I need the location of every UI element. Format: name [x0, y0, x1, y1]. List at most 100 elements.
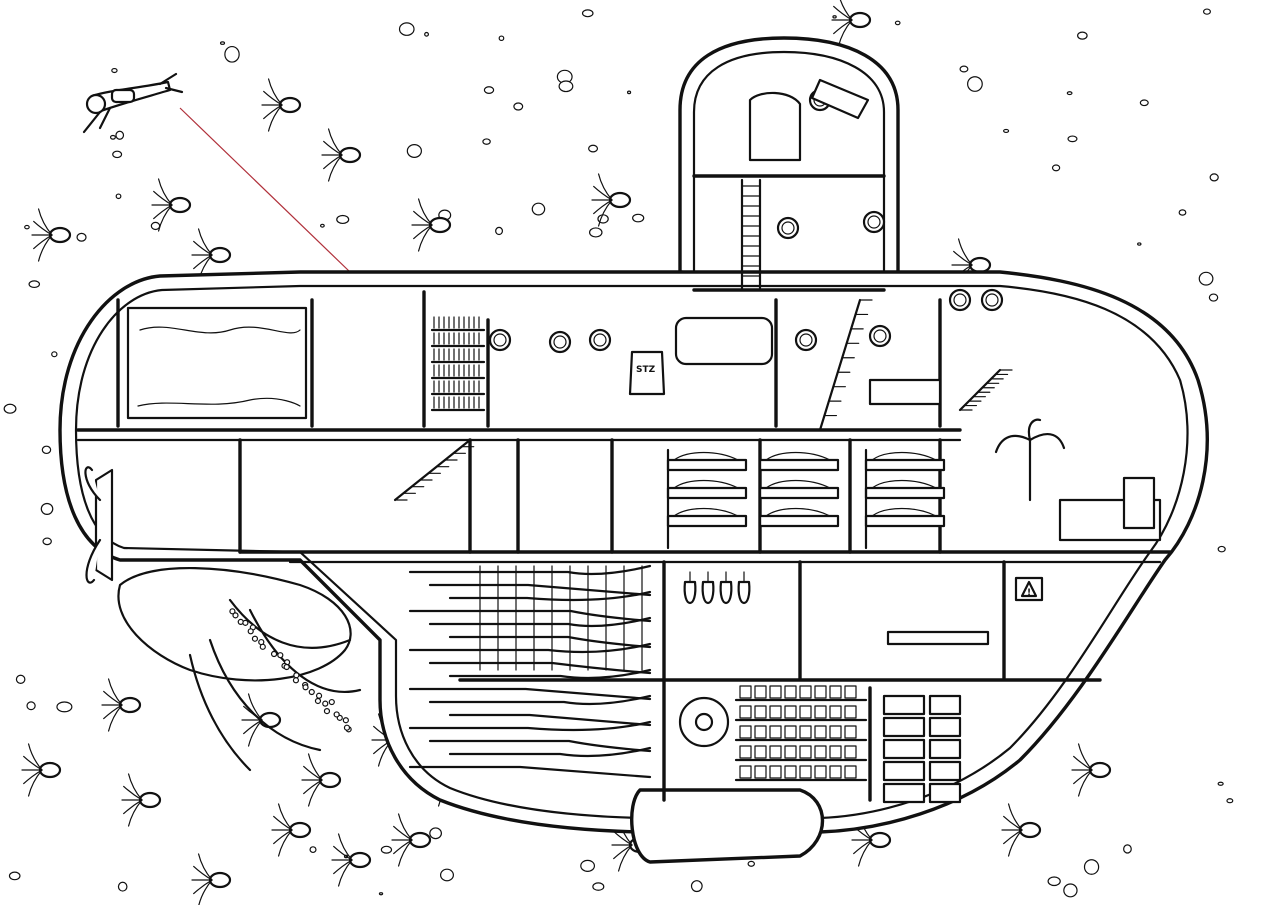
bubble — [26, 701, 36, 711]
squid — [271, 803, 312, 857]
bubble — [28, 280, 41, 289]
bubble — [224, 45, 240, 63]
bubble — [1003, 128, 1010, 134]
bubble — [1198, 271, 1214, 286]
bubble — [56, 701, 73, 713]
deck-structure — [76, 174, 1172, 802]
bubble — [894, 20, 901, 26]
squid — [101, 678, 142, 732]
porthole — [794, 328, 818, 352]
bubble — [42, 537, 52, 546]
squid — [191, 228, 232, 282]
diver-tether — [179, 107, 351, 273]
bubble — [967, 76, 983, 92]
bubble — [690, 880, 703, 893]
bubble — [626, 90, 632, 95]
diver — [82, 72, 184, 134]
porthole — [980, 288, 1004, 312]
bubble — [219, 41, 226, 45]
bubble — [482, 138, 491, 145]
bubble — [1209, 173, 1219, 182]
bubble — [309, 846, 317, 854]
bubble — [1083, 859, 1100, 875]
bubble — [380, 845, 393, 854]
bubble — [117, 881, 128, 892]
bubble — [1217, 781, 1224, 786]
squid — [21, 743, 62, 797]
giant-octopus — [117, 567, 362, 772]
squid — [391, 813, 432, 867]
squid — [301, 753, 342, 807]
squid — [331, 833, 372, 887]
bubble — [1202, 8, 1211, 15]
bubble — [1047, 876, 1061, 887]
bubble — [1137, 242, 1142, 246]
bubble — [1066, 91, 1073, 96]
svg-text:!: ! — [1027, 588, 1031, 598]
bubble — [832, 15, 837, 19]
squid — [591, 173, 632, 227]
bubble — [495, 226, 504, 236]
bubble — [747, 860, 756, 867]
warning-triangle-icon: ! — [1014, 576, 1044, 602]
jersey-text: STZ — [636, 365, 656, 375]
porthole — [948, 288, 972, 312]
porthole — [488, 328, 512, 352]
bubble — [531, 202, 546, 216]
bubble — [588, 227, 603, 238]
submarine-hull — [58, 36, 1209, 864]
bubble — [51, 351, 58, 358]
bubble — [150, 221, 161, 231]
bubble — [1067, 135, 1078, 143]
bubble — [398, 22, 415, 36]
bubble — [40, 502, 54, 515]
bubble — [115, 130, 125, 140]
porthole — [588, 328, 612, 352]
squid — [411, 198, 452, 252]
bubble — [41, 445, 52, 455]
bubble — [632, 213, 645, 223]
squid — [31, 208, 72, 262]
bubble — [498, 35, 505, 42]
bubble — [1226, 798, 1234, 804]
porthole — [776, 216, 800, 240]
bubble — [3, 403, 17, 414]
bubble — [1077, 31, 1088, 40]
bubble — [581, 9, 594, 18]
squid — [1071, 743, 1112, 797]
bubble — [15, 674, 26, 684]
bubble — [1139, 99, 1149, 107]
bubble — [406, 143, 422, 158]
room-details — [126, 78, 1162, 804]
bubble — [24, 224, 30, 230]
bubble — [580, 859, 596, 872]
bubble — [483, 86, 495, 94]
porthole — [548, 330, 572, 354]
bubble — [440, 868, 454, 882]
bubble — [1123, 844, 1132, 854]
bubble — [513, 102, 524, 111]
squid — [1001, 803, 1042, 857]
crew-member-jersey: STZ — [628, 350, 666, 396]
bubble — [959, 65, 969, 73]
bubble — [109, 134, 116, 140]
bubble — [336, 214, 350, 225]
squid — [121, 773, 162, 827]
squid — [831, 0, 872, 47]
porthole — [868, 324, 892, 348]
bubble — [592, 882, 605, 891]
squid — [191, 853, 232, 905]
bubble — [1051, 164, 1061, 172]
bubble — [112, 150, 123, 159]
bubble — [8, 871, 21, 881]
bubble — [429, 827, 443, 840]
bubble — [115, 193, 122, 200]
bubble — [1208, 293, 1219, 302]
bubble — [1217, 545, 1226, 553]
bubble — [588, 144, 599, 153]
bubble — [558, 80, 574, 93]
bubble — [319, 223, 325, 228]
porthole — [862, 210, 886, 234]
bubble — [111, 67, 118, 74]
